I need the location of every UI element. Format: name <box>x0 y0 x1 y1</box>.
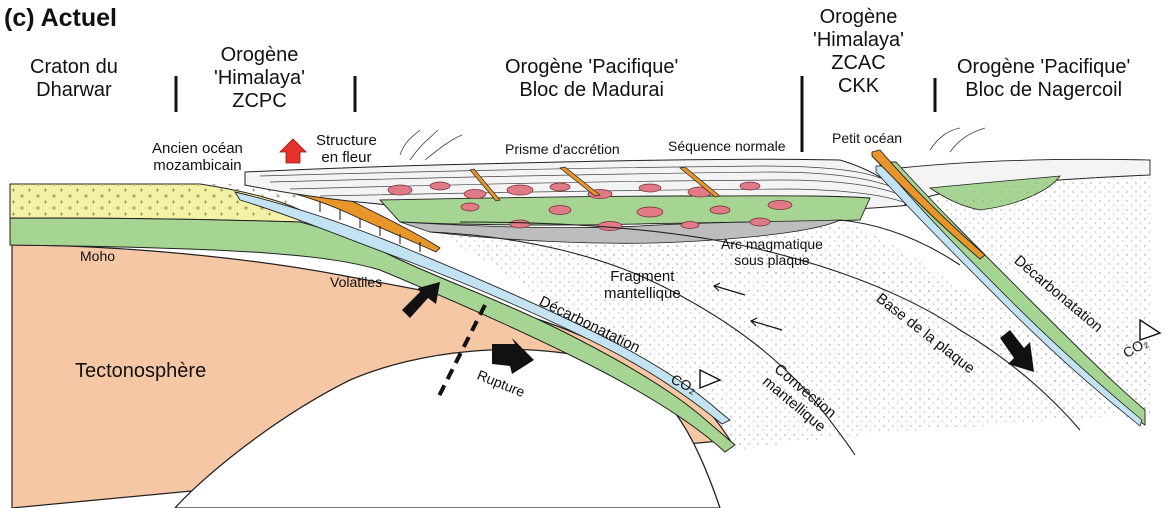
diagram-title: (c) Actuel <box>4 4 117 33</box>
uplift-arrow <box>280 139 306 163</box>
header-himalaya-right-line2: 'Himalaya' <box>813 29 904 52</box>
label-prisme: Prisme d'accrétion <box>505 141 620 157</box>
label-fragment-line2: mantellique <box>604 285 681 302</box>
header-nagercoil-line2: Bloc de Nagercoil <box>957 79 1130 102</box>
label-moho: Moho <box>80 248 115 264</box>
label-structure-fleur: Structure en fleur <box>316 132 377 167</box>
header-craton-line2: Dharwar <box>30 79 118 102</box>
header-craton-line1: Craton du <box>30 56 118 79</box>
label-structure-line2: en fleur <box>316 149 377 166</box>
label-sequence: Séquence normale <box>668 138 786 154</box>
header-himalaya-left-line3: ZCPC <box>214 90 305 113</box>
header-himalaya-left-line1: Orogène <box>214 44 305 67</box>
label-tectonosphere: Tectonosphère <box>75 360 206 383</box>
header-pacifique-nagercoil: Orogène 'Pacifique' Bloc de Nagercoil <box>957 56 1130 102</box>
label-petit-ocean: Petit océan <box>832 130 902 146</box>
header-pacifique-madurai: Orogène 'Pacifique' Bloc de Madurai <box>505 56 678 102</box>
label-ancien-ocean-line2: mozambicain <box>152 157 243 174</box>
label-arc-magmatique: Arc magmatique sous plaque <box>721 236 823 268</box>
header-madurai-line2: Bloc de Madurai <box>505 79 678 102</box>
label-fragment-mantellique: Fragment mantellique <box>604 268 681 303</box>
header-himalaya-left-line2: 'Himalaya' <box>214 67 305 90</box>
label-volatiles: Volatiles <box>330 274 382 290</box>
label-structure-line1: Structure <box>316 132 377 149</box>
label-ancien-ocean-line1: Ancien océan <box>152 140 243 157</box>
header-himalaya-left: Orogène 'Himalaya' ZCPC <box>214 44 305 113</box>
header-himalaya-right-line4: CKK <box>813 75 904 98</box>
label-arc-line2: sous plaque <box>721 252 823 268</box>
header-himalaya-right-line1: Orogène <box>813 6 904 29</box>
label-ancien-ocean: Ancien océan mozambicain <box>152 140 243 175</box>
header-himalaya-right: Orogène 'Himalaya' ZCAC CKK <box>813 6 904 98</box>
header-madurai-line1: Orogène 'Pacifique' <box>505 56 678 79</box>
header-craton: Craton du Dharwar <box>30 56 118 102</box>
header-himalaya-right-line3: ZCAC <box>813 52 904 75</box>
label-arc-line1: Arc magmatique <box>721 236 823 252</box>
header-nagercoil-line1: Orogène 'Pacifique' <box>957 56 1130 79</box>
label-fragment-line1: Fragment <box>604 268 681 285</box>
